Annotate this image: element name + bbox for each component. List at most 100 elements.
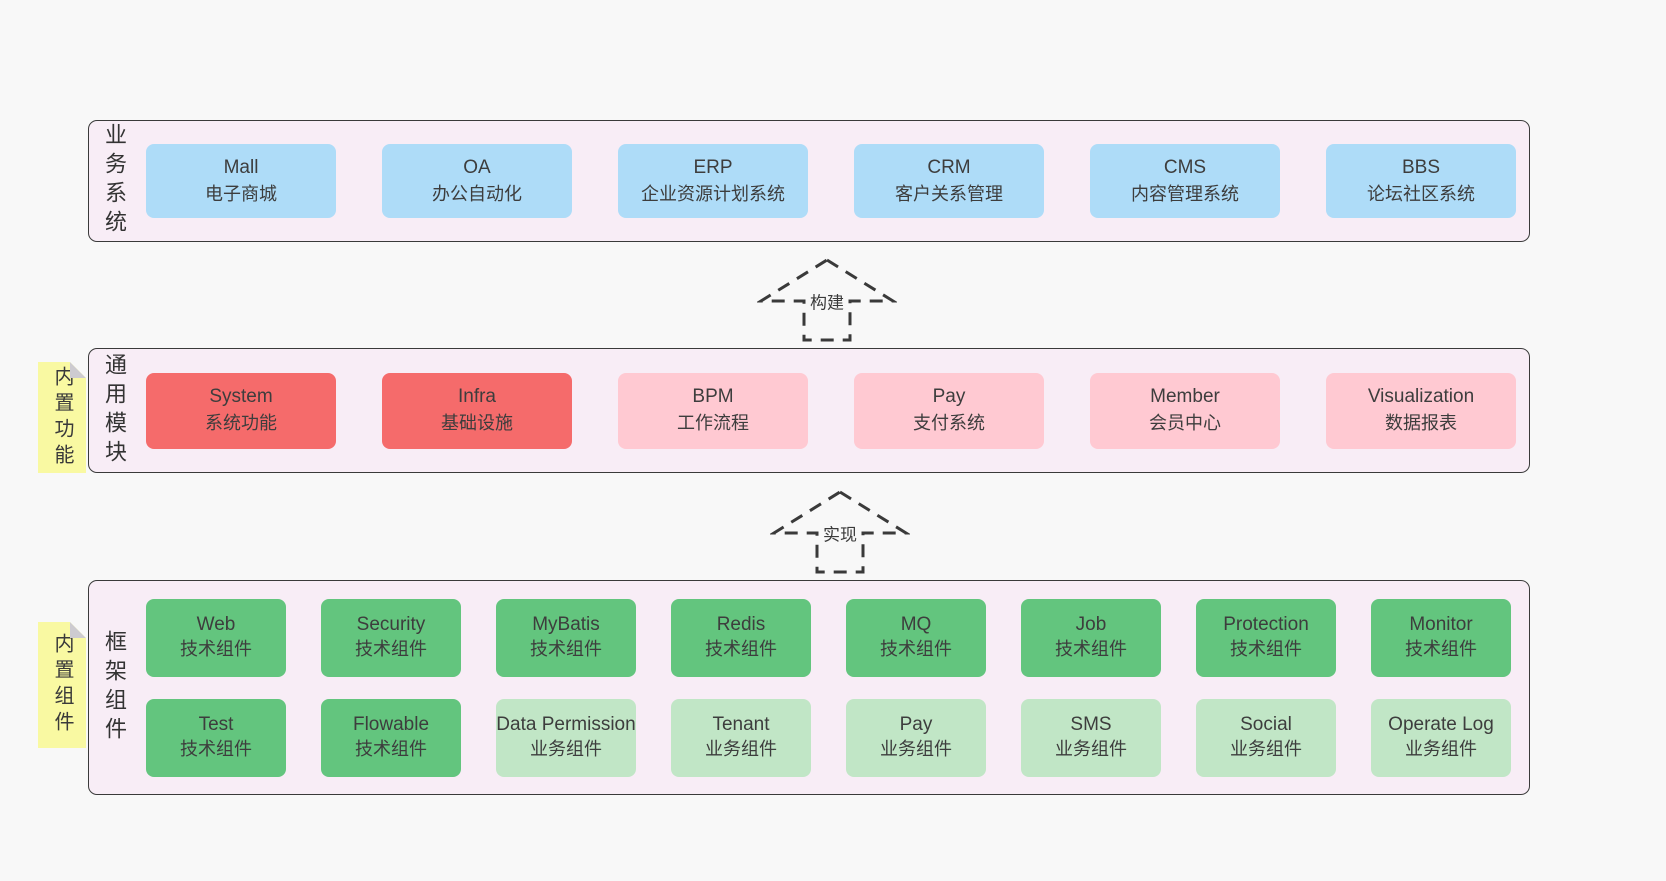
box-title: Monitor xyxy=(1409,614,1473,636)
box-title: System xyxy=(209,386,273,408)
box-title: MQ xyxy=(900,614,932,636)
builtin-functions-sticky: 内置功能 xyxy=(38,362,86,473)
box-title: Test xyxy=(198,714,234,736)
sticky-fold-corner xyxy=(70,362,86,378)
box-title: MyBatis xyxy=(532,614,600,636)
box-infra: Infra 基础设施 xyxy=(382,372,572,449)
box-oa: OA 办公自动化 xyxy=(382,144,572,218)
box-crm: CRM 客户关系管理 xyxy=(854,144,1044,218)
box-flowable: Flowable 技术组件 xyxy=(321,698,461,777)
box-subtitle: 业务组件 xyxy=(1055,739,1127,760)
box-title: BPM xyxy=(692,386,734,408)
box-subtitle: 技术组件 xyxy=(180,739,252,760)
up-block-arrow-icon xyxy=(770,490,910,574)
box-subtitle: 系统功能 xyxy=(205,413,277,434)
build-arrow-label: 构建 xyxy=(807,286,847,316)
box-title: CMS xyxy=(1163,156,1207,178)
box-subtitle: 电子商城 xyxy=(205,183,277,204)
box-erp: ERP 企业资源计划系统 xyxy=(618,144,808,218)
box-subtitle: 业务组件 xyxy=(1405,739,1477,760)
box-subtitle: 内容管理系统 xyxy=(1131,183,1239,204)
box-subtitle: 技术组件 xyxy=(1230,639,1302,660)
box-subtitle: 技术组件 xyxy=(880,639,952,660)
box-subtitle: 技术组件 xyxy=(355,639,427,660)
build-arrow: 构建 xyxy=(757,257,897,343)
sticky-fold-corner xyxy=(70,622,86,638)
implement-arrow: 实现 xyxy=(770,489,910,575)
sticky-label: 内置功能 xyxy=(51,365,73,470)
common-modules-boxes: System 系统功能 Infra 基础设施 BPM 工作流程 Pay 支付系统… xyxy=(139,349,1530,472)
box-title: OA xyxy=(463,156,491,178)
box-title: Mall xyxy=(223,156,259,178)
box-title: Visualization xyxy=(1367,386,1475,408)
box-title: Job xyxy=(1075,614,1107,636)
builtin-components-sticky: 内置组件 xyxy=(38,622,86,748)
box-mq: MQ 技术组件 xyxy=(846,598,986,677)
box-security: Security 技术组件 xyxy=(321,598,461,677)
box-mall: Mall 电子商城 xyxy=(146,144,336,218)
box-title: Infra xyxy=(457,386,497,408)
box-title: Flowable xyxy=(352,714,430,736)
box-title: CRM xyxy=(927,156,971,178)
box-subtitle: 技术组件 xyxy=(180,639,252,660)
box-system: System 系统功能 xyxy=(146,372,336,449)
box-title: SMS xyxy=(1070,714,1112,736)
business-systems-side-label: 业务系统 xyxy=(89,121,139,241)
box-subtitle: 办公自动化 xyxy=(432,183,522,204)
box-bbs: BBS 论坛社区系统 xyxy=(1326,144,1516,218)
box-subtitle: 业务组件 xyxy=(705,739,777,760)
box-title: BBS xyxy=(1401,156,1441,178)
box-title: Redis xyxy=(716,614,766,636)
framework-components-panel: 框架组件 Web 技术组件 Security 技术组件 MyBatis 技术组件… xyxy=(88,580,1530,795)
box-subtitle: 数据报表 xyxy=(1385,413,1457,434)
box-title: ERP xyxy=(693,156,733,178)
box-title: Pay xyxy=(899,714,933,736)
box-mybatis: MyBatis 技术组件 xyxy=(496,598,636,677)
box-tenant: Tenant 业务组件 xyxy=(671,698,811,777)
box-subtitle: 技术组件 xyxy=(1405,639,1477,660)
box-sms: SMS 业务组件 xyxy=(1021,698,1161,777)
box-monitor: Monitor 技术组件 xyxy=(1371,598,1511,677)
box-subtitle: 支付系统 xyxy=(913,413,985,434)
box-web: Web 技术组件 xyxy=(146,598,286,677)
box-title: Pay xyxy=(932,386,966,408)
box-subtitle: 业务组件 xyxy=(530,739,602,760)
box-title: Protection xyxy=(1223,614,1309,636)
box-title: Security xyxy=(356,614,426,636)
framework-components-grid: Web 技术组件 Security 技术组件 MyBatis 技术组件 Redi… xyxy=(139,581,1529,794)
box-subtitle: 企业资源计划系统 xyxy=(641,183,785,204)
box-visualization: Visualization 数据报表 xyxy=(1326,372,1516,449)
box-subtitle: 客户关系管理 xyxy=(895,183,1003,204)
common-modules-panel: 通用模块 System 系统功能 Infra 基础设施 BPM 工作流程 Pay… xyxy=(88,348,1530,473)
box-social: Social 业务组件 xyxy=(1196,698,1336,777)
box-bpm: BPM 工作流程 xyxy=(618,372,808,449)
box-title: Social xyxy=(1240,714,1292,736)
box-subtitle: 业务组件 xyxy=(880,739,952,760)
side-label-text: 框架组件 xyxy=(102,629,127,746)
box-subtitle: 技术组件 xyxy=(1055,639,1127,660)
box-operate-log: Operate Log 业务组件 xyxy=(1371,698,1511,777)
box-subtitle: 论坛社区系统 xyxy=(1367,183,1475,204)
side-label-text: 通用模块 xyxy=(102,352,127,469)
box-subtitle: 技术组件 xyxy=(705,639,777,660)
box-subtitle: 工作流程 xyxy=(677,413,749,434)
box-subtitle: 业务组件 xyxy=(1230,739,1302,760)
box-title: Member xyxy=(1150,386,1220,408)
sticky-label: 内置组件 xyxy=(51,633,73,737)
up-block-arrow-icon xyxy=(757,258,897,342)
box-subtitle: 会员中心 xyxy=(1149,413,1221,434)
business-systems-boxes: Mall 电子商城 OA 办公自动化 ERP 企业资源计划系统 CRM 客户关系… xyxy=(139,121,1530,241)
box-title: Tenant xyxy=(712,714,770,736)
side-label-text: 业务系统 xyxy=(102,123,127,239)
box-title: Web xyxy=(196,614,236,636)
box-subtitle: 基础设施 xyxy=(441,413,513,434)
box-redis: Redis 技术组件 xyxy=(671,598,811,677)
box-test: Test 技术组件 xyxy=(146,698,286,777)
box-subtitle: 技术组件 xyxy=(355,739,427,760)
box-cms: CMS 内容管理系统 xyxy=(1090,144,1280,218)
box-data-permission: Data Permission 业务组件 xyxy=(496,698,636,777)
box-title: Operate Log xyxy=(1388,714,1494,736)
framework-components-side-label: 框架组件 xyxy=(89,581,139,794)
implement-arrow-label: 实现 xyxy=(820,518,860,548)
box-pay-component: Pay 业务组件 xyxy=(846,698,986,777)
